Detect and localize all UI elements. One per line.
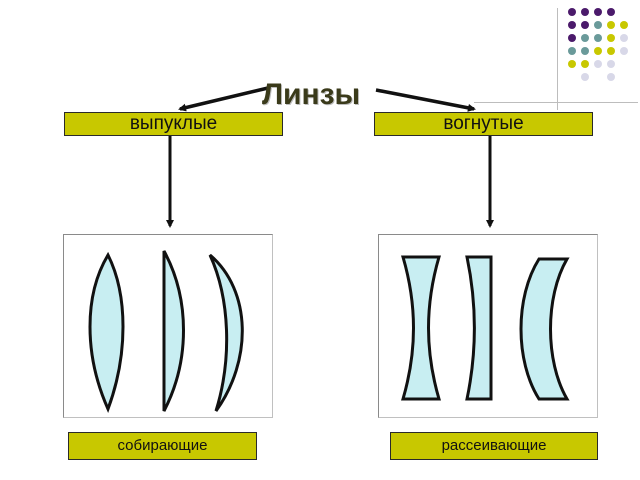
diagram-title: Линзы (262, 78, 361, 111)
label-diverging: рассеивающие (390, 432, 598, 460)
panel-convex-lenses (63, 234, 273, 418)
label-convex: выпуклые (64, 112, 283, 136)
decor-dot (620, 21, 628, 29)
label-concave: вогнутые (374, 112, 593, 136)
decor-dot (568, 60, 576, 68)
decor-dot (594, 21, 602, 29)
decor-dot (594, 60, 602, 68)
decor-dot (607, 34, 615, 42)
decor-dot (581, 47, 589, 55)
decor-dot-grid (568, 8, 640, 98)
decor-dot (607, 21, 615, 29)
decor-dot (568, 34, 576, 42)
decor-dot (607, 8, 615, 16)
convex-lenses-drawing (88, 250, 244, 413)
decor-dot (568, 8, 576, 16)
decor-dot (594, 47, 602, 55)
decor-dot (620, 47, 628, 55)
decor-dot (607, 73, 615, 81)
lens-biconcave (401, 255, 441, 401)
lens-planoconvex (162, 250, 185, 412)
decor-dot (581, 8, 589, 16)
decor-dot (594, 34, 602, 42)
lens-biconvex (88, 251, 125, 413)
decor-dot (607, 60, 615, 68)
panel-concave-lenses (378, 234, 598, 418)
label-converging: собирающие (68, 432, 257, 460)
decor-dot (581, 73, 589, 81)
lens-meniscus-convex (208, 253, 244, 412)
decor-dot (607, 47, 615, 55)
decor-vertical-line (557, 8, 558, 110)
decor-dot (581, 60, 589, 68)
concave-lenses-drawing (401, 255, 570, 401)
decor-dot (581, 34, 589, 42)
decor-dot (594, 8, 602, 16)
decor-dot (620, 34, 628, 42)
arrow-title-to-concave (375, 88, 476, 112)
decor-dot (581, 21, 589, 29)
decor-dot (568, 21, 576, 29)
arrow-title-to-convex (178, 86, 269, 112)
decor-dot (568, 47, 576, 55)
lens-planoconcave (465, 255, 493, 401)
lens-meniscus-concave (519, 257, 570, 401)
decor-horizontal-line (474, 102, 638, 103)
